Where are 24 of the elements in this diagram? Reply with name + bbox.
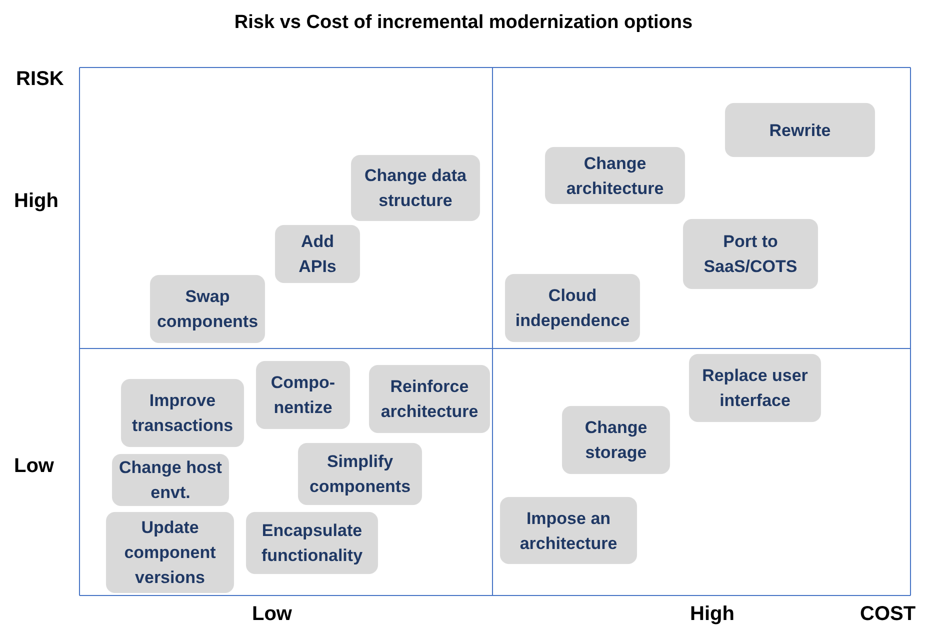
option-box: Cloud independence xyxy=(505,274,640,342)
axis-tick-label: High xyxy=(14,190,58,213)
option-box: Reinforce architecture xyxy=(369,365,490,433)
axis-tick-label: High xyxy=(690,603,734,626)
option-box: Encapsulate functionality xyxy=(246,512,378,574)
option-box: Improve transactions xyxy=(121,379,244,447)
axis-tick-label: Low xyxy=(14,455,54,478)
option-box: Replace user interface xyxy=(689,354,821,422)
option-box: Change data structure xyxy=(351,155,480,221)
option-box: Port to SaaS/COTS xyxy=(683,219,818,289)
option-box: Change storage xyxy=(562,406,670,474)
option-box: Simplify components xyxy=(298,443,422,505)
option-box: Change architecture xyxy=(545,147,685,204)
option-box: Rewrite xyxy=(725,103,875,157)
option-box: Add APIs xyxy=(275,225,360,283)
axis-title: COST xyxy=(860,603,916,626)
option-box: Update component versions xyxy=(106,512,234,593)
axis-title: RISK xyxy=(16,68,64,91)
option-box: Change host envt. xyxy=(112,454,229,506)
option-box: Swap components xyxy=(150,275,265,343)
option-box: Impose an architecture xyxy=(500,497,637,564)
chart-title: Risk vs Cost of incremental modernization options xyxy=(233,12,694,34)
option-box: Compo- nentize xyxy=(256,361,350,429)
axis-tick-label: Low xyxy=(252,603,292,626)
